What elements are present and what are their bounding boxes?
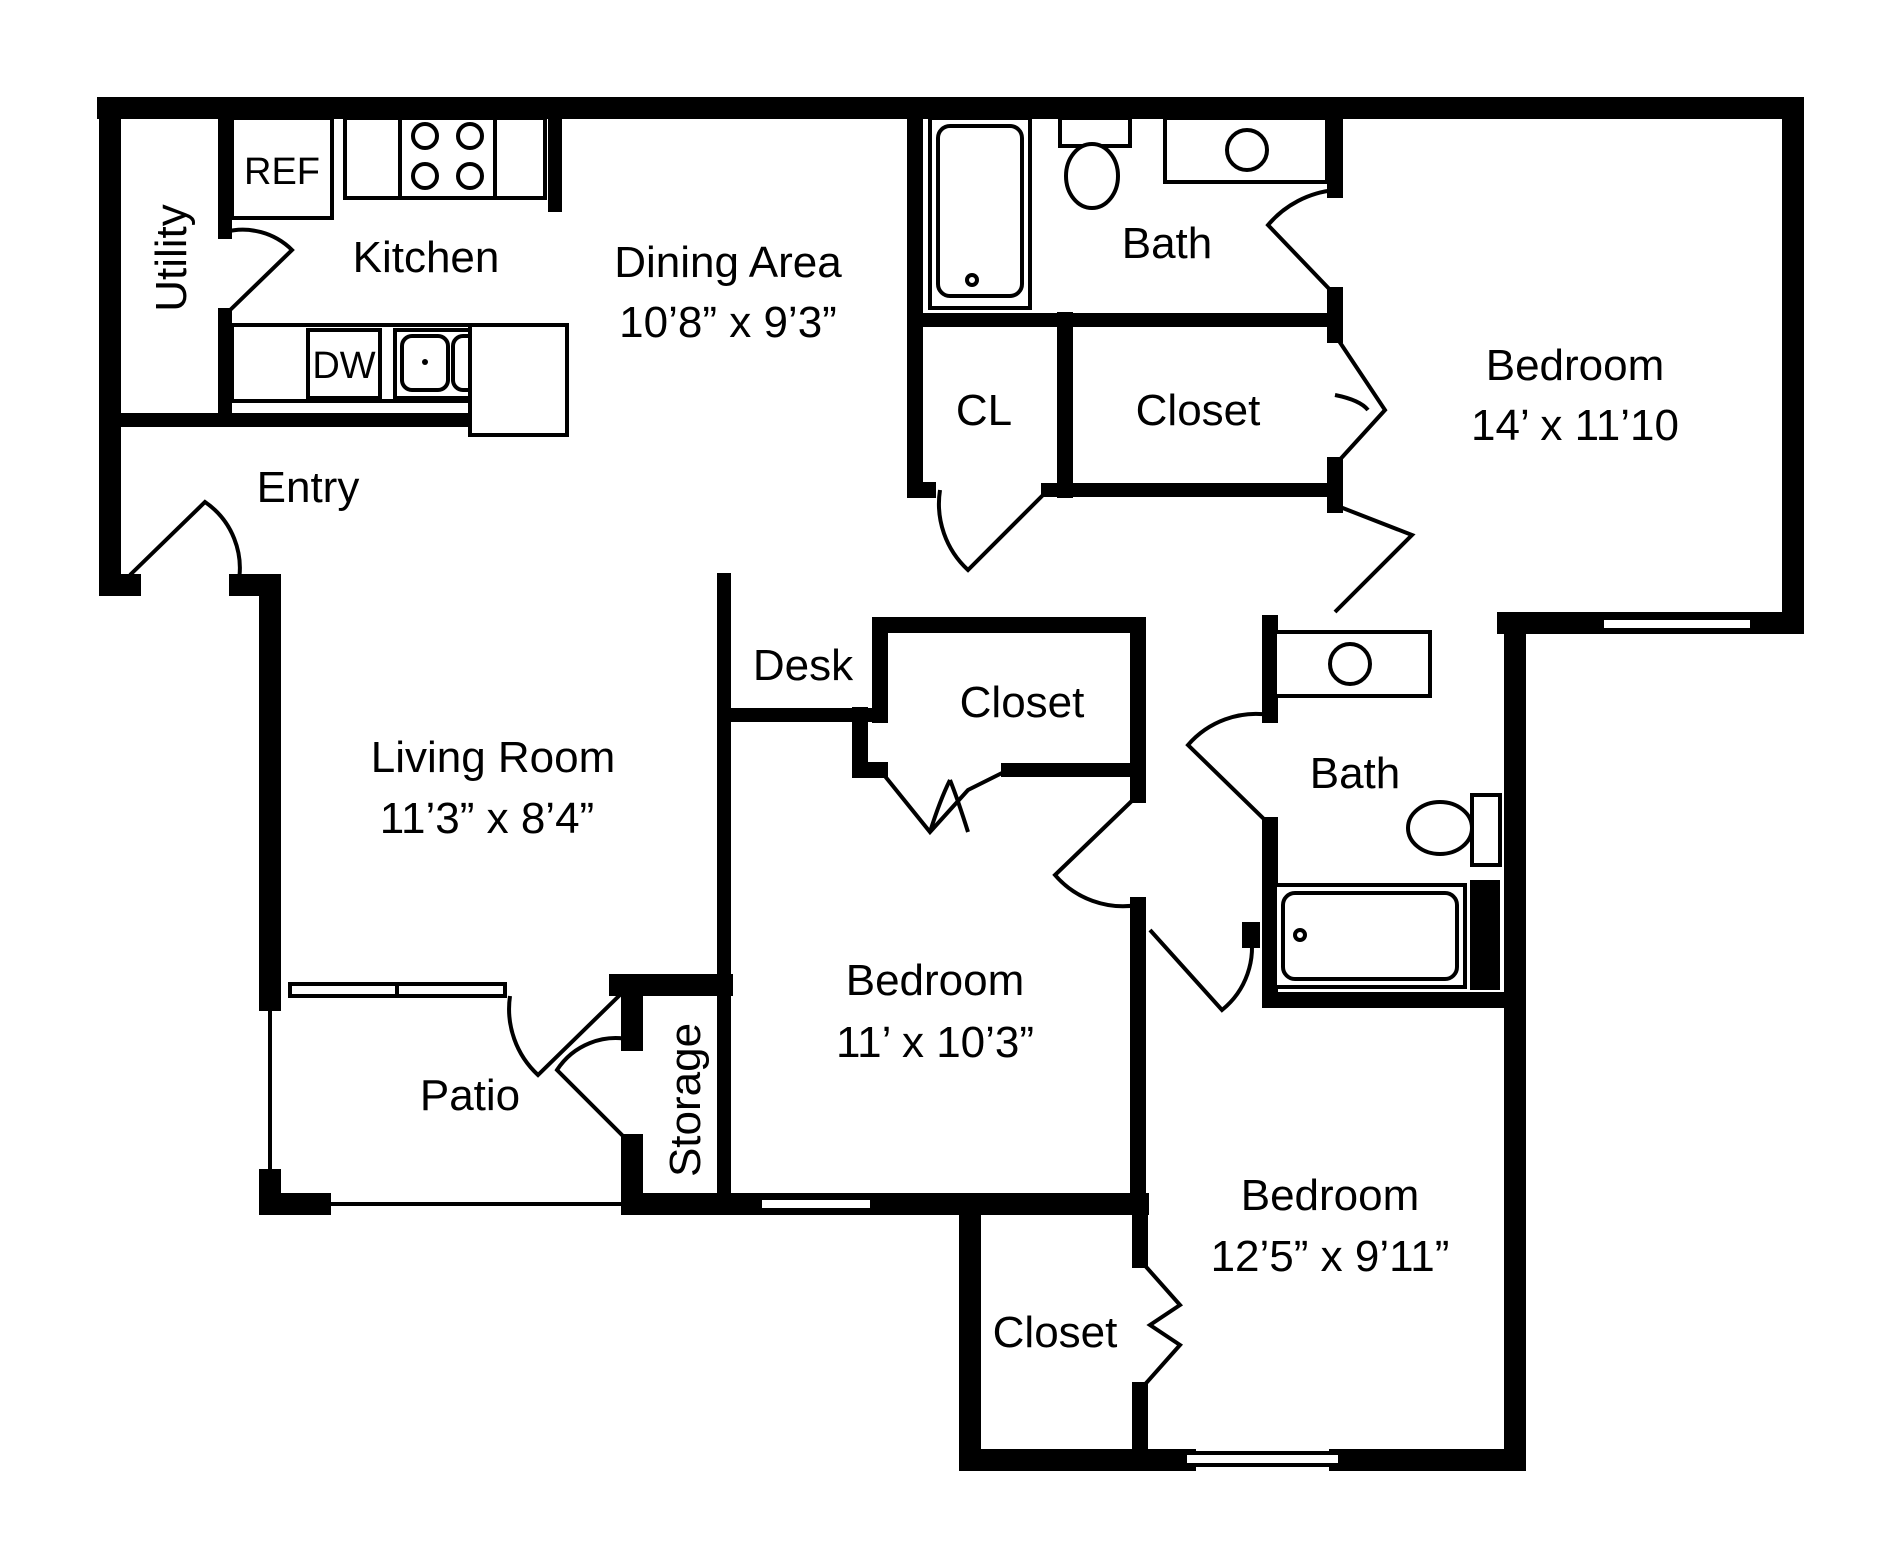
toilet-tank-top	[1058, 116, 1132, 148]
fridge	[230, 116, 334, 220]
doors	[128, 188, 1416, 1392]
counter-return	[468, 323, 569, 437]
window-bedroom2	[758, 1196, 874, 1212]
label-utility: Utility	[147, 204, 196, 312]
walls	[97, 97, 1804, 1471]
toilet-tank-mid	[1470, 793, 1502, 867]
label-closet-bottom: Closet	[993, 1308, 1118, 1357]
label-kitchen: Kitchen	[353, 233, 500, 282]
label-bedroom3-name: Bedroom	[1241, 1171, 1420, 1220]
dishwasher	[306, 328, 382, 400]
label-patio: Patio	[420, 1071, 520, 1120]
label-bedroom2-size: 11’ x 10’3”	[836, 1018, 1034, 1067]
label-closet-desk: Closet	[960, 678, 1085, 727]
label-entry: Entry	[257, 463, 360, 512]
window-bedroom3	[1183, 1451, 1342, 1467]
label-bedroom3-size: 12’5” x 9’11”	[1211, 1232, 1450, 1281]
label-living-name: Living Room	[371, 733, 616, 782]
label-storage: Storage	[661, 1023, 710, 1177]
label-bedroom1-name: Bedroom	[1486, 341, 1665, 390]
toilet-mid	[1406, 800, 1474, 856]
window-master	[1600, 616, 1754, 632]
fixtures	[230, 116, 1502, 990]
toilet-top	[1064, 142, 1120, 210]
label-desk: Desk	[753, 641, 854, 690]
labels: Utility REF Kitchen DW Dining Area 10’8”…	[147, 151, 1679, 1357]
label-bedroom2-name: Bedroom	[846, 956, 1025, 1005]
label-dining-size: 10’8” x 9’3”	[619, 298, 837, 347]
bath-wall-block	[1470, 880, 1500, 990]
label-ref: REF	[244, 151, 320, 193]
label-closet-top: Closet	[1136, 386, 1261, 435]
label-bath-mid: Bath	[1310, 749, 1401, 798]
label-cl: CL	[956, 386, 1012, 435]
label-bedroom1-size: 14’ x 11’10	[1471, 401, 1679, 450]
windows	[268, 616, 1754, 1467]
label-dw: DW	[312, 345, 375, 387]
label-bath-top: Bath	[1122, 219, 1213, 268]
label-living-size: 11’3” x 8’4”	[380, 794, 594, 843]
label-dining-name: Dining Area	[614, 238, 842, 287]
